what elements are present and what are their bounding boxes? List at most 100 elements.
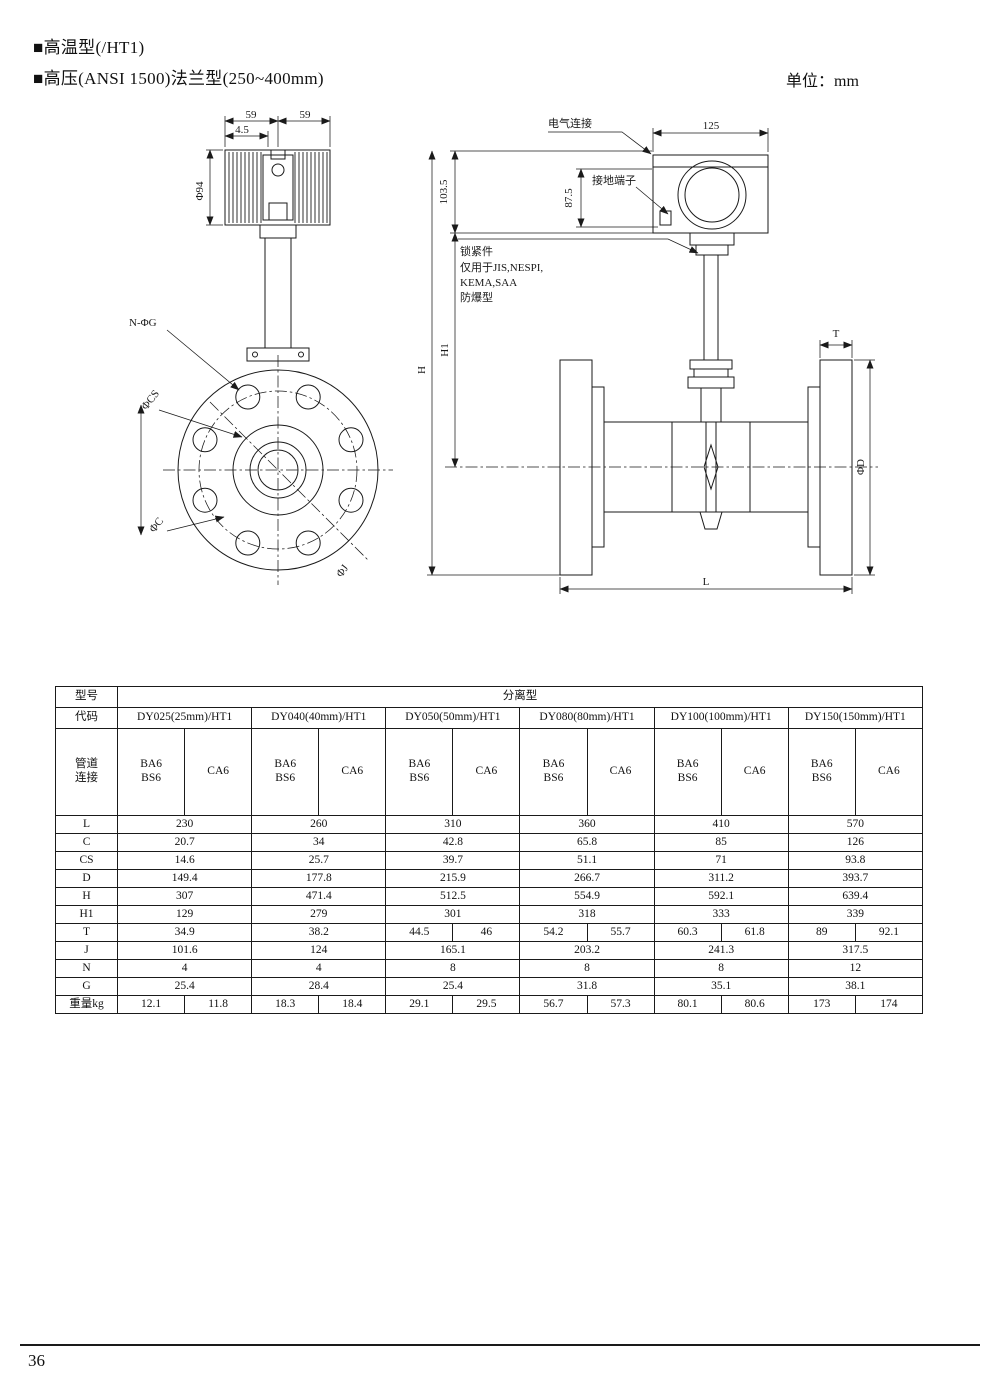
dim-value: 80.1 xyxy=(653,995,722,1014)
dim-59-right-label: 59 xyxy=(300,109,312,121)
dim-value: 80.6 xyxy=(720,995,789,1014)
dim-value: 29.5 xyxy=(452,995,521,1014)
dim-4-5-label: 4.5 xyxy=(235,124,249,136)
dim-value: 333 xyxy=(653,905,789,924)
row-label: J xyxy=(54,941,119,960)
dim-value: 51.1 xyxy=(519,851,655,870)
row-label: D xyxy=(54,869,119,888)
row-label: 重量kg xyxy=(54,995,119,1014)
dim-value: 310 xyxy=(385,815,521,834)
dim-value: 71 xyxy=(653,851,789,870)
pipe-conn-line: BA6 xyxy=(274,758,297,771)
dim-value: 260 xyxy=(251,815,387,834)
page-title-line2: ■高压(ANSI 1500)法兰型(250~400mm) xyxy=(33,69,324,88)
flange-front-face xyxy=(163,355,393,585)
model-code: DY100(100mm)/HT1 xyxy=(653,707,789,729)
dim-value: 38.2 xyxy=(251,923,387,942)
bolt-holes xyxy=(192,384,364,556)
side-view-drawing: 125 电气连接 接地端子 87.5 103.5 H H1 xyxy=(416,116,878,594)
dim-value: 165.1 xyxy=(385,941,521,960)
dimension-table: 型号 分离型 代码 DY025(25mm)/HT1 DY040(40mm)/HT… xyxy=(54,686,924,1014)
pipe-conn-cell: CA6 xyxy=(720,728,789,816)
row-label: C xyxy=(54,833,119,852)
pipe-conn-line: BS6 xyxy=(275,772,296,784)
dim-value: 65.8 xyxy=(519,833,655,852)
dim-value: 279 xyxy=(251,905,387,924)
dim-value: 318 xyxy=(519,905,655,924)
dim-H xyxy=(427,150,560,576)
dim-value: 12 xyxy=(787,959,924,978)
dim-T xyxy=(819,340,853,358)
pipe-conn-line: BA6 xyxy=(542,758,565,771)
dim-value: 4 xyxy=(251,959,387,978)
pipe-connection-label: 管道 连接 xyxy=(54,728,119,816)
dim-value: 8 xyxy=(385,959,521,978)
ground-terminal-leader xyxy=(635,186,669,215)
dim-value: 60.3 xyxy=(653,923,722,942)
dim-87-5-label: 87.5 xyxy=(563,188,575,208)
dim-t-label: T xyxy=(833,328,840,340)
dim-value: 203.2 xyxy=(519,941,655,960)
dim-value: 149.4 xyxy=(117,869,253,888)
dim-value: 307 xyxy=(117,887,253,906)
dim-value: 554.9 xyxy=(519,887,655,906)
dim-value: 54.2 xyxy=(519,923,588,942)
dim-value: 301 xyxy=(385,905,521,924)
pipe-conn-line: BA6 xyxy=(676,758,699,771)
dim-value: 25.7 xyxy=(251,851,387,870)
dim-value: 14.6 xyxy=(117,851,253,870)
dim-value: 34.9 xyxy=(117,923,253,942)
front-top-dimensions xyxy=(224,116,331,147)
dim-value: 174 xyxy=(854,995,924,1014)
dim-value: 18.4 xyxy=(318,995,387,1014)
dim-103-5 xyxy=(450,150,688,234)
dim-value: 44.5 xyxy=(385,923,454,942)
dim-value: 93.8 xyxy=(787,851,924,870)
dim-value: 61.8 xyxy=(720,923,789,942)
dim-value: 46 xyxy=(452,923,521,942)
pipe-conn-line: BS6 xyxy=(811,772,832,784)
unit-label: 单位：mm xyxy=(786,73,859,90)
row-label: H1 xyxy=(54,905,119,924)
pipe-conn-line: BS6 xyxy=(409,772,430,784)
dim-value: 570 xyxy=(787,815,924,834)
bolt-callout-label: N-ΦG xyxy=(129,317,157,329)
row-label: T xyxy=(54,923,119,942)
dim-value: 339 xyxy=(787,905,924,924)
dim-value: 31.8 xyxy=(519,977,655,996)
model-code: DY150(150mm)/HT1 xyxy=(787,707,924,729)
dim-value: 512.5 xyxy=(385,887,521,906)
dim-125-label: 125 xyxy=(703,120,720,132)
dim-value: 12.1 xyxy=(117,995,186,1014)
front-callout-leaders xyxy=(137,329,243,536)
dim-value: 471.4 xyxy=(251,887,387,906)
dim-value: 8 xyxy=(519,959,655,978)
page-number: 36 xyxy=(28,1351,45,1370)
dim-value: 241.3 xyxy=(653,941,789,960)
pipe-conn-line: BA6 xyxy=(408,758,431,771)
dim-h1-label: H1 xyxy=(439,343,451,356)
pipe-conn-line: BS6 xyxy=(141,772,161,784)
dim-103-5-label: 103.5 xyxy=(438,179,450,204)
pipe-conn-line: BA6 xyxy=(810,758,833,771)
row-label: H xyxy=(54,887,119,906)
pipe-label-line: 连接 xyxy=(75,772,99,784)
dim-value: 230 xyxy=(117,815,253,834)
dim-value: 25.4 xyxy=(117,977,253,996)
amplifier-heatsink-block xyxy=(224,149,331,226)
dim-value: 55.7 xyxy=(586,923,655,942)
dim-value: 101.6 xyxy=(117,941,253,960)
row-label: N xyxy=(54,959,119,978)
phi-c-label: ΦC xyxy=(147,515,166,535)
dim-value: 35.1 xyxy=(653,977,789,996)
dim-value: 42.8 xyxy=(385,833,521,852)
dim-59-left-label: 59 xyxy=(246,109,258,121)
dim-value: 8 xyxy=(653,959,789,978)
